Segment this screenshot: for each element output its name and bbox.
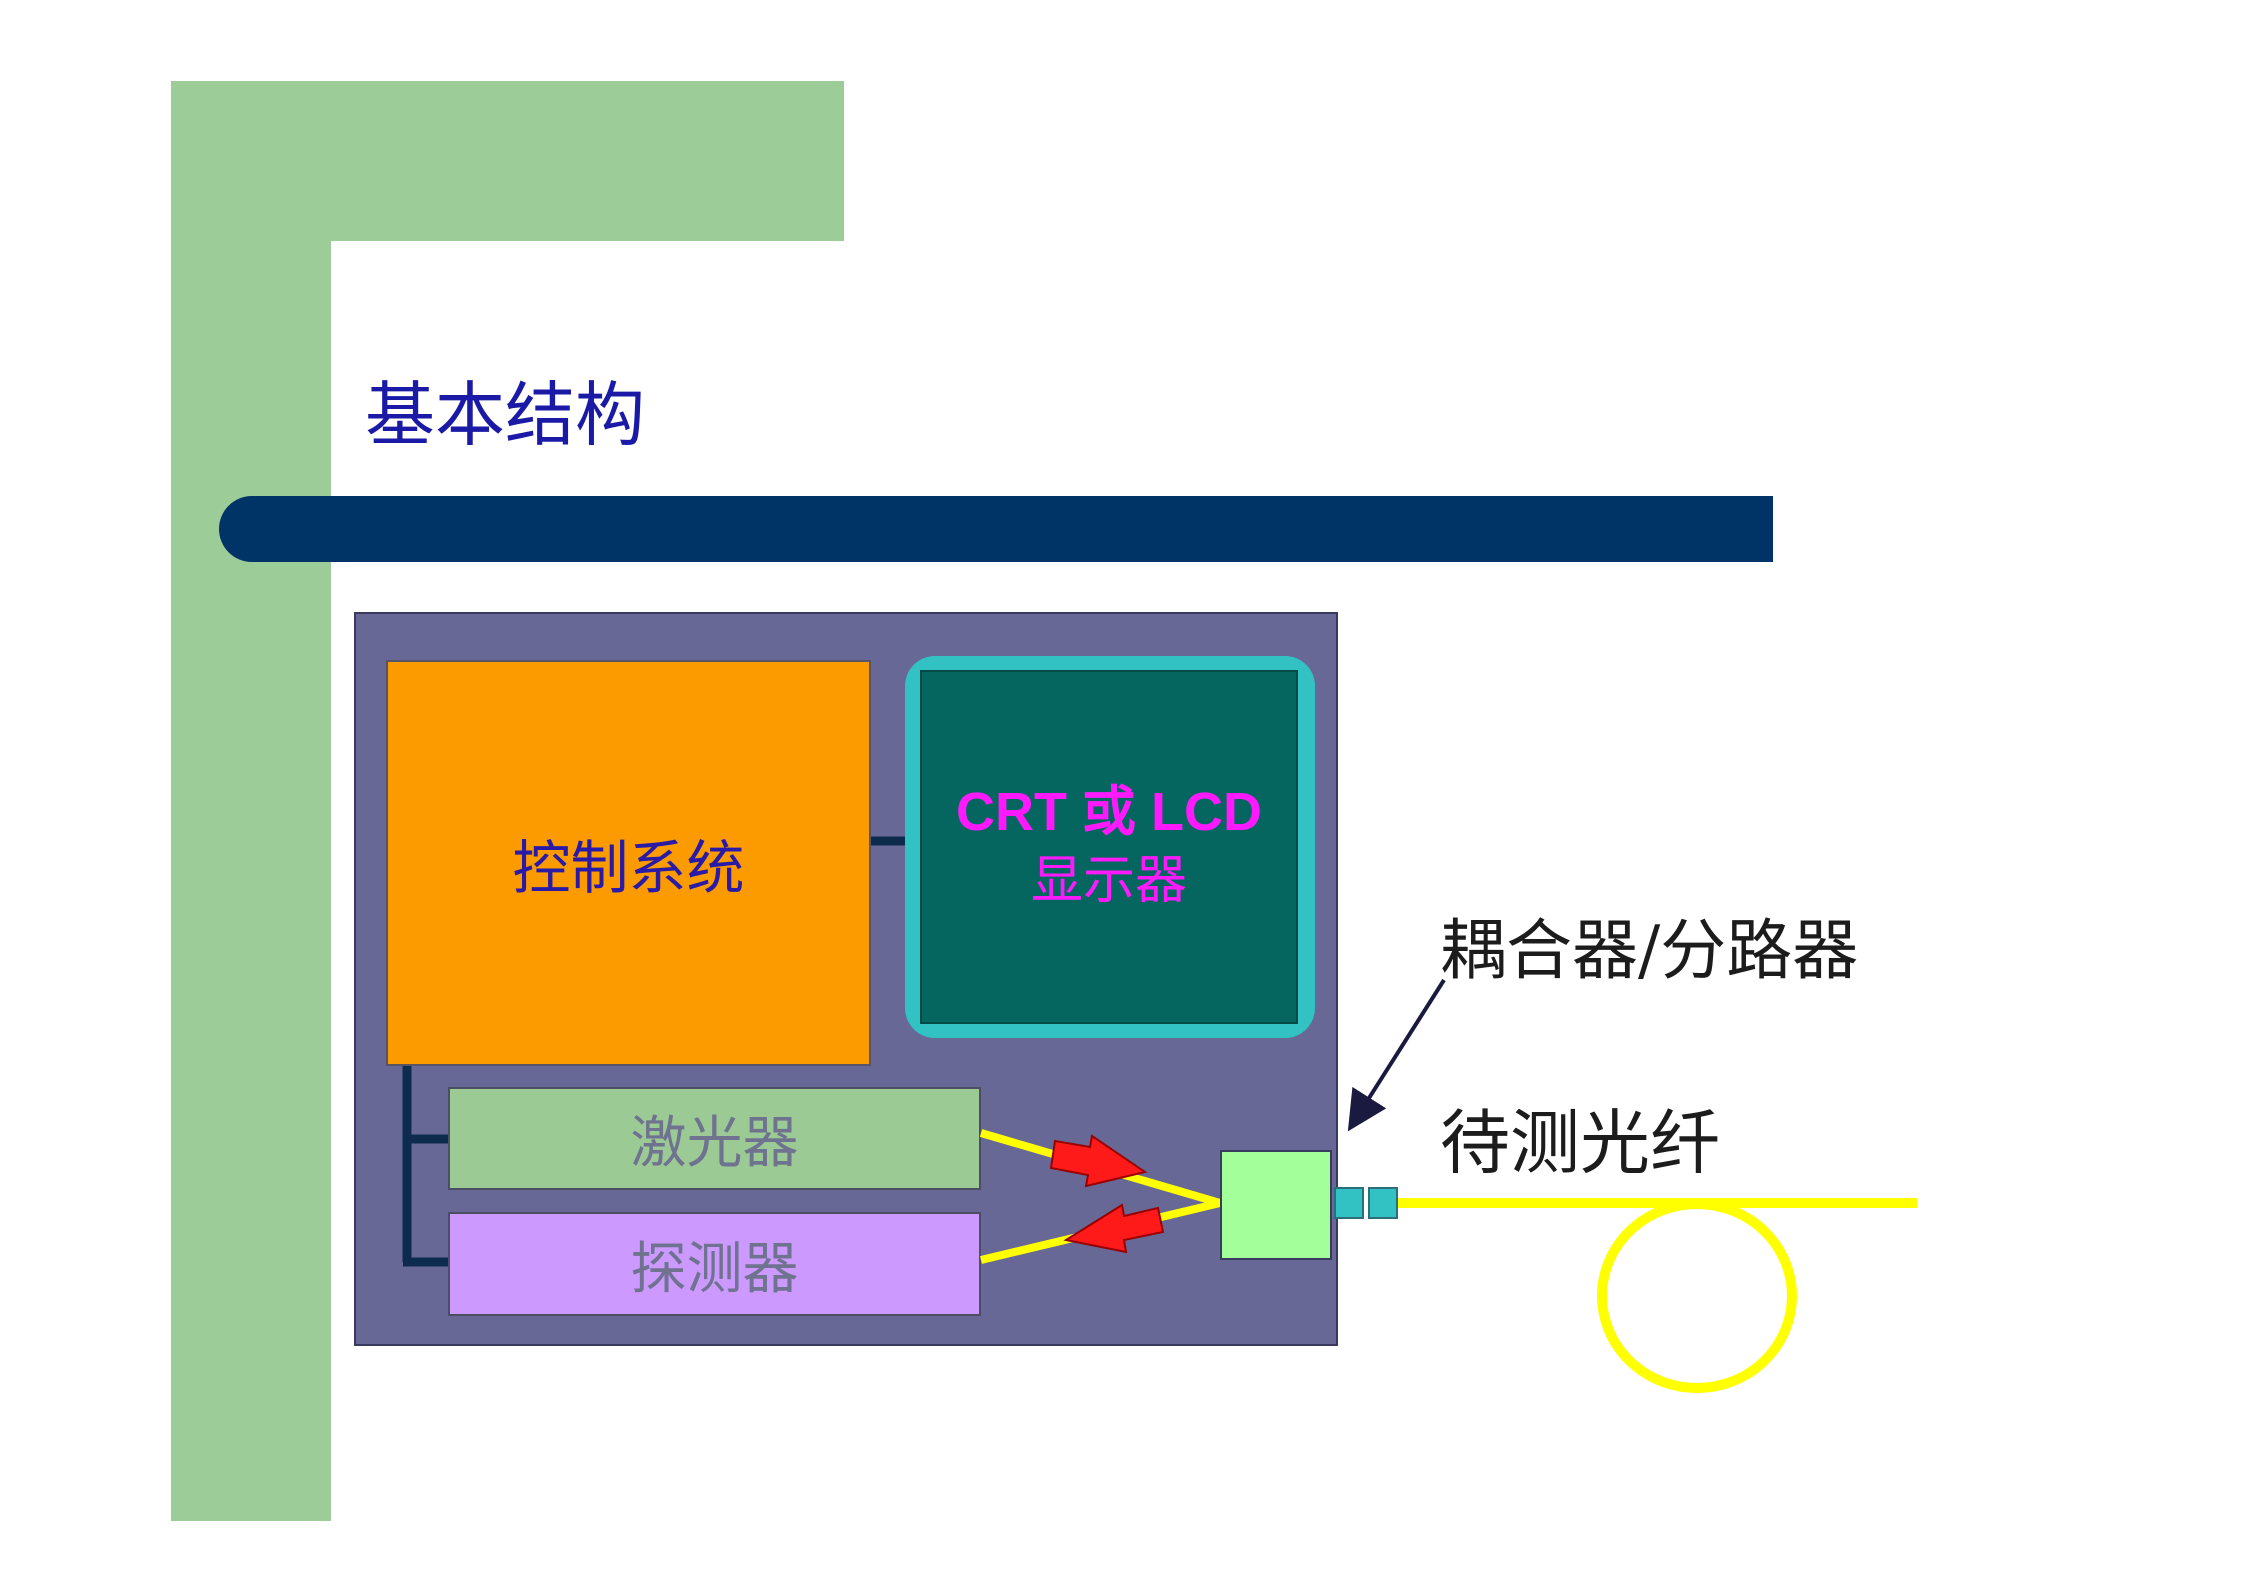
display-screen xyxy=(920,670,1298,1024)
title-underline-bar xyxy=(219,496,1773,562)
control-system-box: 控制系统 xyxy=(386,660,871,1066)
outgoing-signal-arrow xyxy=(1049,1134,1148,1188)
slide-title: 基本结构 xyxy=(365,374,645,456)
fiber-connector-inner xyxy=(1334,1187,1364,1219)
fiber-connector-outer xyxy=(1368,1187,1398,1219)
control-system-label: 控制系统 xyxy=(512,834,745,902)
detector-label: 探测器 xyxy=(630,1236,799,1302)
fiber-under-test-label: 待测光纤 xyxy=(1440,1102,1720,1184)
coupler-box xyxy=(1220,1150,1332,1260)
laser-label: 激光器 xyxy=(630,1111,799,1176)
display-label-line1: CRT 或 LCD xyxy=(956,782,1262,842)
fiber-coil xyxy=(1597,1199,1797,1393)
slide-frame-green-bar xyxy=(171,81,331,1521)
display-label-line2: 显示器 xyxy=(1030,851,1187,911)
laser-box: 激光器 xyxy=(448,1087,981,1190)
detector-box: 探测器 xyxy=(448,1212,981,1316)
slide-frame-green-top xyxy=(171,81,844,241)
coupler-label: 耦合器/分路器 xyxy=(1440,912,1859,989)
coupler-pointer-arrow xyxy=(1347,978,1446,1132)
returning-signal-arrow xyxy=(1063,1203,1165,1254)
